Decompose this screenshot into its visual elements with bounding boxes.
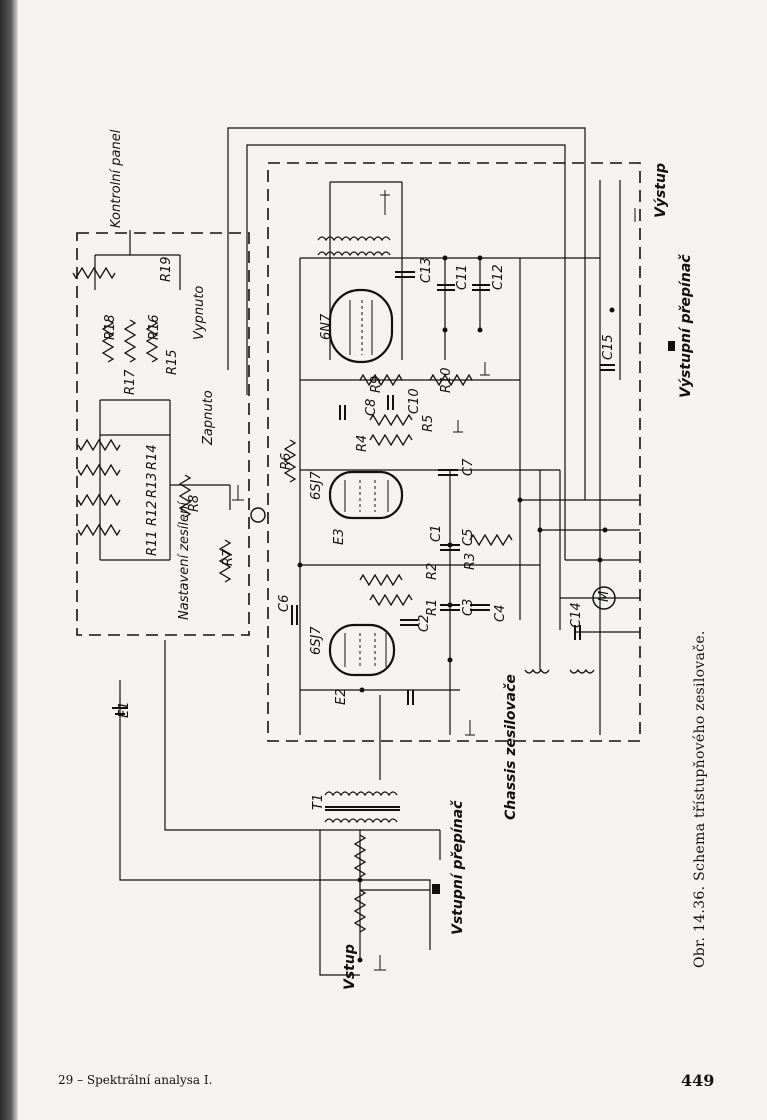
label-zapnuto: Zapnuto [201, 390, 216, 446]
label-c14: C14 [569, 602, 584, 628]
label-tube-6sj7-lower: 6SJ7 [309, 626, 324, 655]
label-r3: R3 [463, 553, 478, 570]
label-chassis: Chassis zesilovače [503, 674, 519, 820]
tube-internals [344, 300, 389, 667]
label-c11: C11 [455, 264, 470, 290]
component-labels: Kontrolní panel Vypnuto Zapnuto Nastaven… [103, 129, 694, 990]
label-vystup-top: Výstup [653, 163, 669, 218]
label-c2: C2 [417, 615, 432, 632]
label-e1: E1 [117, 702, 132, 719]
label-r14: R14 [145, 444, 160, 470]
label-c8: C8 [364, 399, 379, 416]
label-r5: R5 [421, 415, 436, 432]
label-meter: M [597, 591, 612, 602]
label-c13: C13 [419, 257, 434, 283]
label-tube-6sj7-upper: 6SJ7 [309, 471, 324, 500]
label-r13: R13 [145, 472, 160, 498]
label-c12: C12 [491, 264, 506, 290]
transformers [317, 236, 595, 824]
label-r8: R8 [187, 495, 202, 512]
label-vstupni-prepinac: Vstupní přepínač [450, 800, 466, 935]
label-c1: C1 [429, 525, 444, 542]
junction-dots [297, 255, 675, 963]
label-r10: R10 [439, 367, 454, 393]
label-r17: R17 [123, 369, 138, 395]
label-r6: R6 [279, 453, 294, 470]
control-panel-outline [76, 232, 250, 636]
label-vstup: Vstup [342, 944, 358, 990]
wiring [94, 127, 640, 976]
label-r12: R12 [145, 500, 160, 526]
footer-book-title: 29 – Spektrální analysa I. [58, 1073, 213, 1087]
meter-symbol [592, 586, 616, 610]
junction-ring [250, 507, 266, 523]
label-c7: C7 [461, 458, 476, 476]
label-c15: C15 [601, 334, 616, 360]
ground-symbols [232, 190, 636, 971]
label-vypnuto: Vypnuto [192, 286, 207, 340]
label-nastaveni: Nastavení zesílení [177, 500, 192, 620]
label-r15: R15 [165, 349, 180, 375]
page-number: 449 [681, 1071, 715, 1090]
label-tube-6n7: 6N7 [319, 313, 334, 340]
label-r9: R9 [369, 376, 384, 393]
figure-caption: Obr. 14.36. Schema třístupňového zesilov… [692, 630, 708, 968]
label-r18: R18 [103, 314, 118, 340]
vacuum-tubes [328, 288, 404, 677]
capacitors [112, 271, 615, 715]
label-t1: T1 [311, 794, 326, 810]
label-c3: C3 [461, 599, 476, 616]
label-e3: E3 [332, 529, 347, 546]
label-r4: R4 [355, 435, 370, 452]
label-r2: R2 [425, 563, 440, 580]
label-c6: C6 [277, 595, 292, 612]
label-c4: C4 [493, 605, 508, 622]
label-r7: R7 [221, 548, 236, 566]
label-e2: E2 [334, 689, 349, 706]
label-c10: C10 [407, 388, 422, 414]
label-vystupni-prepinac: Výstupní přepínač [678, 254, 694, 398]
label-c5: C5 [461, 529, 476, 546]
label-kontrolni-panel: Kontrolní panel [109, 129, 124, 228]
label-r16: R16 [147, 314, 162, 340]
label-r11: R11 [145, 530, 160, 556]
book-binding-edge [0, 0, 18, 1120]
label-r1: R1 [425, 599, 440, 616]
label-r19: R19 [159, 256, 174, 282]
